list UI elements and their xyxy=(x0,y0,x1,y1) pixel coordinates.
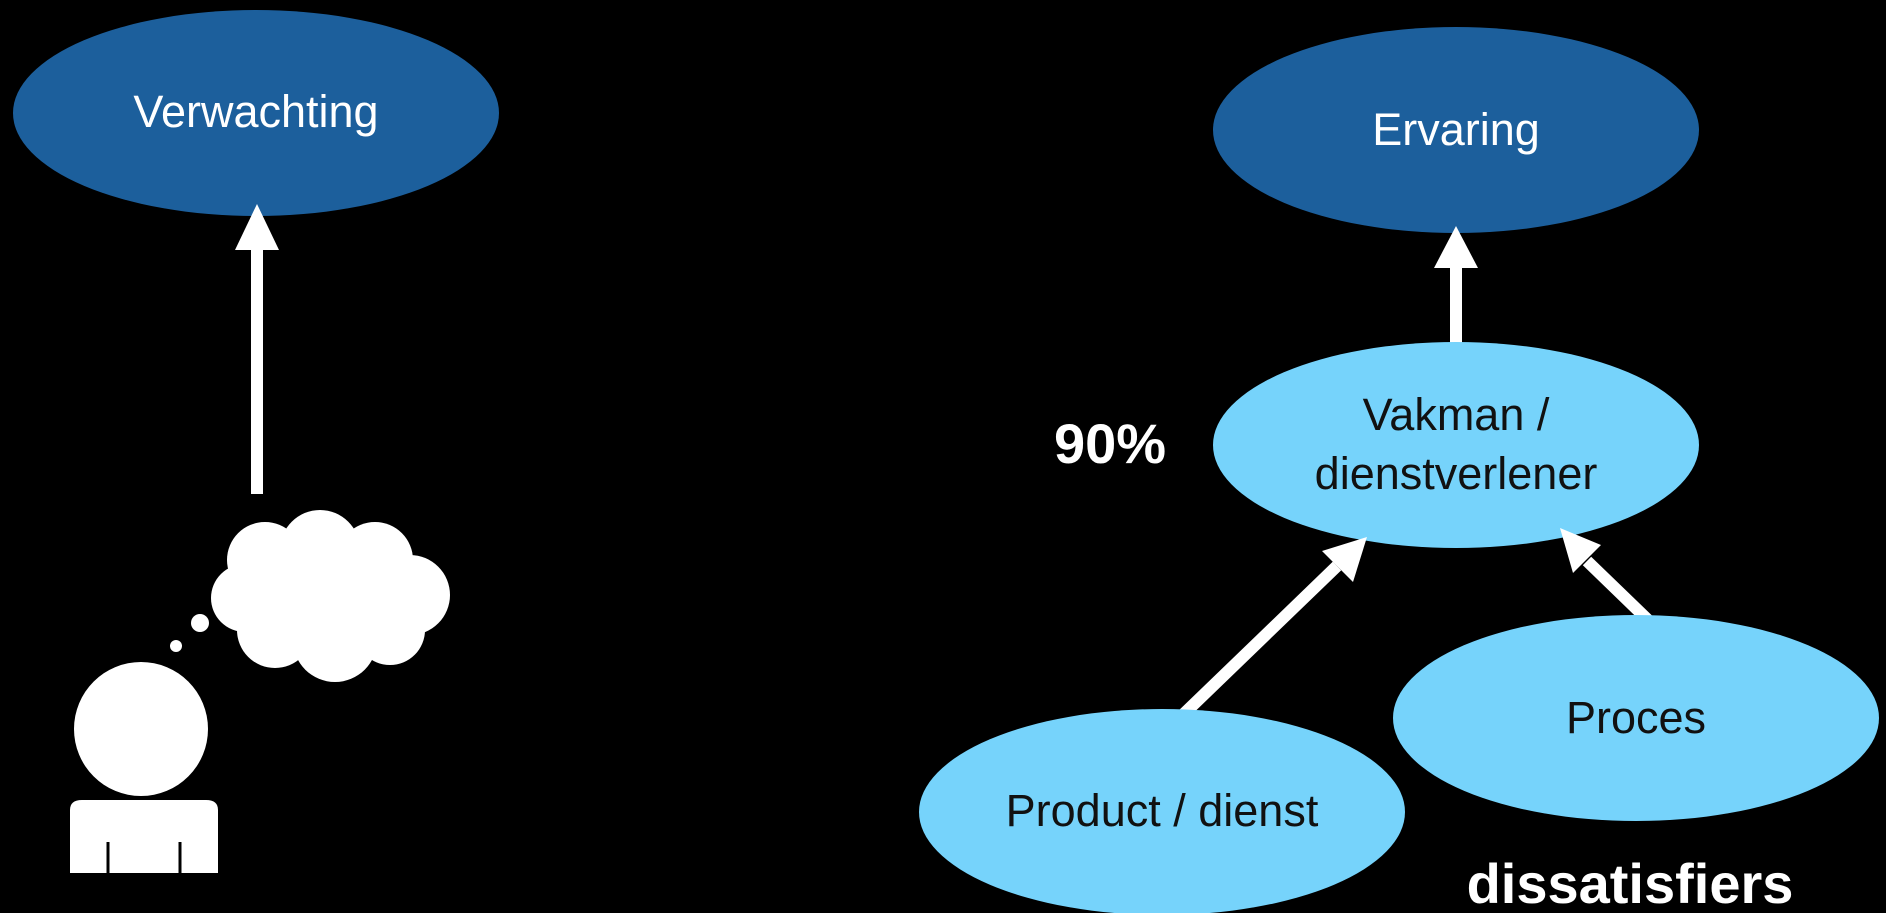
node-ervaring-label: Ervaring xyxy=(1372,104,1540,155)
node-proces: Proces xyxy=(1393,615,1879,821)
node-verwachting-label: Verwachting xyxy=(133,86,378,137)
node-ervaring: Ervaring xyxy=(1213,27,1699,233)
node-vakman: Vakman / dienstverlener xyxy=(1213,342,1699,548)
thought-cloud-icon xyxy=(170,510,450,682)
percentage-label: 90% xyxy=(1054,412,1166,475)
node-vakman-label-line2: dienstverlener xyxy=(1315,448,1598,499)
node-proces-label: Proces xyxy=(1566,692,1706,743)
dissatisfiers-label: dissatisfiers xyxy=(1467,852,1794,913)
node-verwachting: Verwachting xyxy=(13,10,499,216)
person-icon xyxy=(70,662,218,873)
arrow-thought-to-verwachting xyxy=(235,204,279,494)
arrow-vakman-to-ervaring xyxy=(1434,226,1478,355)
node-product: Product / dienst xyxy=(919,709,1405,913)
arrow-product-to-vakman xyxy=(1158,537,1367,739)
node-vakman-label-line1: Vakman / xyxy=(1363,389,1550,440)
node-product-label: Product / dienst xyxy=(1006,785,1319,836)
